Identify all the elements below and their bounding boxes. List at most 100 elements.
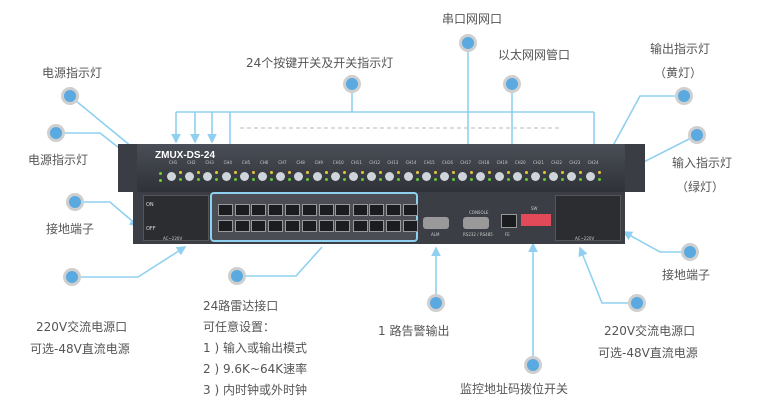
output-led — [179, 171, 182, 174]
channel-button[interactable] — [494, 172, 504, 181]
channel-button[interactable] — [440, 172, 449, 181]
channel-button[interactable] — [276, 172, 286, 181]
output-led — [233, 171, 237, 174]
callout-dot-ground-left — [66, 193, 84, 211]
channel-label: CH6 — [260, 160, 269, 165]
alarm-label: ALM — [431, 232, 440, 237]
input-led — [197, 178, 201, 181]
radar-port[interactable] — [369, 220, 385, 232]
radar-port[interactable] — [318, 204, 334, 216]
channel-label: CH4 — [223, 160, 232, 165]
radar-port[interactable] — [234, 204, 250, 216]
input-led — [233, 178, 237, 181]
dip-switch[interactable] — [521, 214, 551, 226]
output-led — [324, 171, 328, 174]
radar-port[interactable] — [218, 204, 233, 216]
rack-ear-left — [118, 144, 140, 192]
channel-button[interactable] — [585, 172, 595, 181]
channel-button[interactable] — [258, 172, 267, 181]
radar-ports — [210, 192, 418, 242]
input-led — [524, 178, 528, 181]
input-led — [488, 178, 492, 181]
channel-button[interactable] — [185, 172, 195, 181]
serial-port[interactable] — [463, 217, 489, 229]
channel-button[interactable] — [349, 172, 358, 181]
channel-label: CH19 — [496, 160, 508, 165]
channel-button[interactable] — [239, 172, 249, 181]
line-radar — [237, 246, 323, 277]
radar-port[interactable] — [302, 220, 317, 232]
power-led-1 — [159, 172, 162, 175]
input-led — [288, 178, 292, 181]
alarm-port[interactable] — [423, 217, 449, 229]
channel-button[interactable] — [458, 172, 468, 181]
channel-button[interactable] — [512, 172, 522, 181]
channel-button[interactable] — [167, 172, 176, 181]
power-socket-left[interactable]: ON OFF — [143, 195, 209, 241]
callout-dot-buttons — [343, 75, 361, 93]
ethernet-port[interactable] — [501, 214, 517, 228]
power-led-2 — [159, 179, 162, 182]
radar-port[interactable] — [218, 220, 233, 232]
radar-port[interactable] — [402, 204, 418, 216]
radar-port[interactable] — [302, 204, 317, 216]
radar-port[interactable] — [234, 220, 250, 232]
channel-button[interactable] — [549, 172, 559, 181]
radar-port[interactable] — [285, 220, 301, 232]
channel-button[interactable] — [312, 172, 322, 181]
input-led — [506, 178, 510, 181]
rs232-label: RS232 / RS485 — [463, 232, 493, 237]
power-socket-right[interactable] — [555, 195, 621, 241]
channel-button[interactable] — [476, 172, 486, 181]
channel-button[interactable] — [531, 172, 540, 181]
channel-button[interactable] — [367, 172, 377, 181]
radar-port[interactable] — [386, 204, 401, 216]
callout-dot-input-led — [688, 126, 706, 144]
callout-dot-ground-right — [681, 243, 699, 261]
output-led — [197, 171, 201, 174]
rear-panel: ON OFF ALM CONSOLE RS232 / RS485 FE SW A… — [133, 192, 625, 244]
label-radar-1: 24路雷达接口 — [203, 299, 279, 313]
output-led — [306, 171, 310, 174]
channel-label: CH12 — [369, 160, 381, 165]
label-output-led-2: （黄灯） — [654, 66, 703, 80]
label-radar-4: 2 ) 9.6K~64K速率 — [203, 362, 308, 376]
channel-label: CH7 — [278, 160, 287, 165]
channel-button[interactable] — [403, 172, 413, 181]
radar-port[interactable] — [267, 204, 283, 216]
radar-port[interactable] — [352, 220, 368, 232]
callout-dot-ethernet — [503, 75, 521, 93]
channel-button[interactable] — [221, 172, 231, 181]
radar-port[interactable] — [318, 220, 334, 232]
label-radar-2: 可任意设置： — [203, 320, 276, 334]
input-led — [561, 178, 565, 181]
input-led — [324, 178, 328, 181]
radar-port[interactable] — [335, 204, 351, 216]
channel-button[interactable] — [330, 172, 340, 181]
input-led — [415, 178, 419, 181]
output-led — [361, 171, 364, 174]
radar-port[interactable] — [369, 204, 385, 216]
label-output-led-1: 输出指示灯 — [650, 42, 711, 56]
radar-port[interactable] — [335, 220, 351, 232]
radar-port[interactable] — [352, 204, 368, 216]
radar-port[interactable] — [285, 204, 301, 216]
output-led — [524, 171, 528, 174]
label-ground-right: 接地端子 — [662, 268, 711, 282]
channel-button[interactable] — [294, 172, 304, 181]
radar-port[interactable] — [402, 220, 418, 232]
channel-button[interactable] — [203, 172, 213, 181]
radar-port[interactable] — [251, 204, 267, 216]
channel-label: CH16 — [442, 160, 453, 165]
label-radar-3: 1 ) 输入或输出模式 — [203, 341, 307, 355]
channel-button[interactable] — [421, 172, 431, 181]
radar-port[interactable] — [267, 220, 283, 232]
radar-port[interactable] — [386, 220, 401, 232]
radar-port[interactable] — [251, 220, 267, 232]
input-led — [270, 178, 273, 181]
channel-button[interactable] — [385, 172, 395, 181]
callout-dot-output-led — [675, 87, 693, 105]
channel-button[interactable] — [567, 172, 577, 181]
output-led — [215, 171, 219, 174]
